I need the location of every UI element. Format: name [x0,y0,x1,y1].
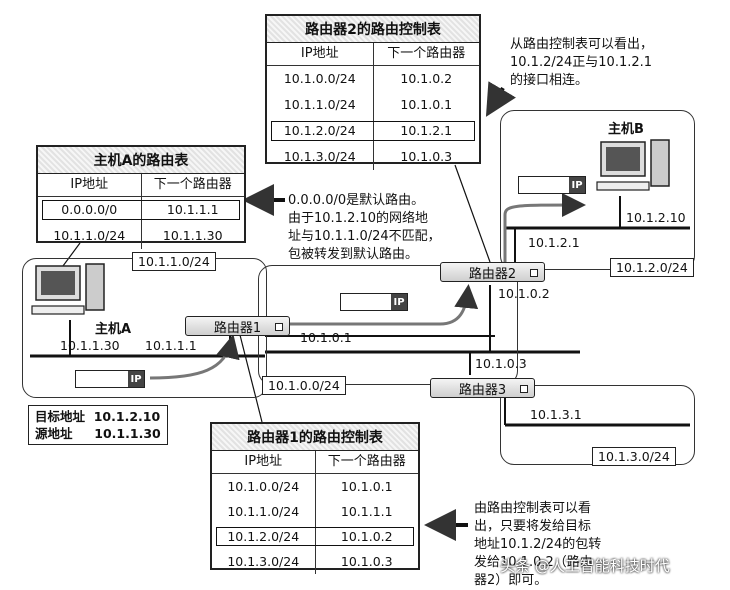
router2-lan-interface: 10.1.2.1 [528,235,580,250]
hostA-interface: 10.1.1.30 [60,338,120,353]
col-next-header: 下一个路由器 [327,454,406,469]
col-ip-header: IP地址 [38,174,142,196]
col-ip-header: IP地址 [212,451,316,473]
col-next-header: 下一个路由器 [387,46,466,61]
ip-header-icon: IP [391,294,407,310]
hostA-computer-icon [31,263,105,315]
network-label-10-1-0: 10.1.0.0/24 [262,376,346,395]
hostB-interface: 10.1.2.10 [626,210,686,225]
hostB-computer-icon [596,139,670,191]
packet-path-r2-to-b [503,193,586,262]
router2-note: 从路由控制表可以看出， 10.1.2/24正与10.1.2.1 的接口相连。 [510,37,654,88]
zone-network-10-1-2 [500,110,695,270]
packet-at-hostA: IP [75,370,145,388]
router1: 路由器1 [185,316,290,336]
router1-wan-interface: 10.1.0.1 [300,330,352,345]
default-route-note: 0.0.0.0/0是默认路由。 由于10.1.2.10的网络地 址与10.1.1… [288,193,441,262]
router2: 路由器2 [440,262,545,282]
watermark: 头条 @人工智能科技时代 [500,557,670,575]
packet-at-hostB: IP [518,176,586,194]
router2-wan-interface: 10.1.0.2 [498,286,550,301]
led-icon [275,323,283,331]
col-ip-header: IP地址 [267,43,374,65]
router2-label: 路由器2 [468,266,517,282]
packet-address-box: 目标地址 10.1.2.10 源地址 10.1.1.30 [28,405,168,445]
packet-path-a-to-r1 [149,334,240,380]
led-icon [520,385,528,393]
packet-path-r1-to-r2 [290,284,479,326]
hostA-table-title: 主机A的路由表 [38,147,244,174]
src-label: 源地址 [35,426,73,441]
packet-on-backbone: IP [340,293,408,311]
router1-note: 由路由控制表可以看 出，只要将发给目标 地址10.1.2/24的包转 发给10.… [474,501,602,588]
router3-lan-interface: 10.1.3.1 [530,407,582,422]
led-icon [530,269,538,277]
router1-label: 路由器1 [213,320,262,336]
col-next-header: 下一个路由器 [153,177,232,192]
src-value: 10.1.1.30 [94,426,161,441]
router2-table-title: 路由器2的路由控制表 [267,16,479,43]
dst-label: 目标地址 [35,409,86,424]
router3-wan-interface: 10.1.0.3 [475,356,527,371]
ip-header-icon: IP [128,371,144,387]
router1-lan-interface: 10.1.1.1 [145,338,197,353]
hostA-label: 主机A [95,322,132,337]
router1-table-title: 路由器1的路由控制表 [212,424,418,451]
network-label-10-1-3: 10.1.3.0/24 [592,447,676,466]
router3-label: 路由器3 [458,382,507,398]
hostB-label: 主机B [608,122,644,137]
router3: 路由器3 [430,378,535,398]
ip-header-icon: IP [569,177,585,193]
network-label-10-1-1: 10.1.1.0/24 [132,252,216,271]
network-label-10-1-2: 10.1.2.0/24 [610,258,694,277]
dst-value: 10.1.2.10 [93,409,161,424]
